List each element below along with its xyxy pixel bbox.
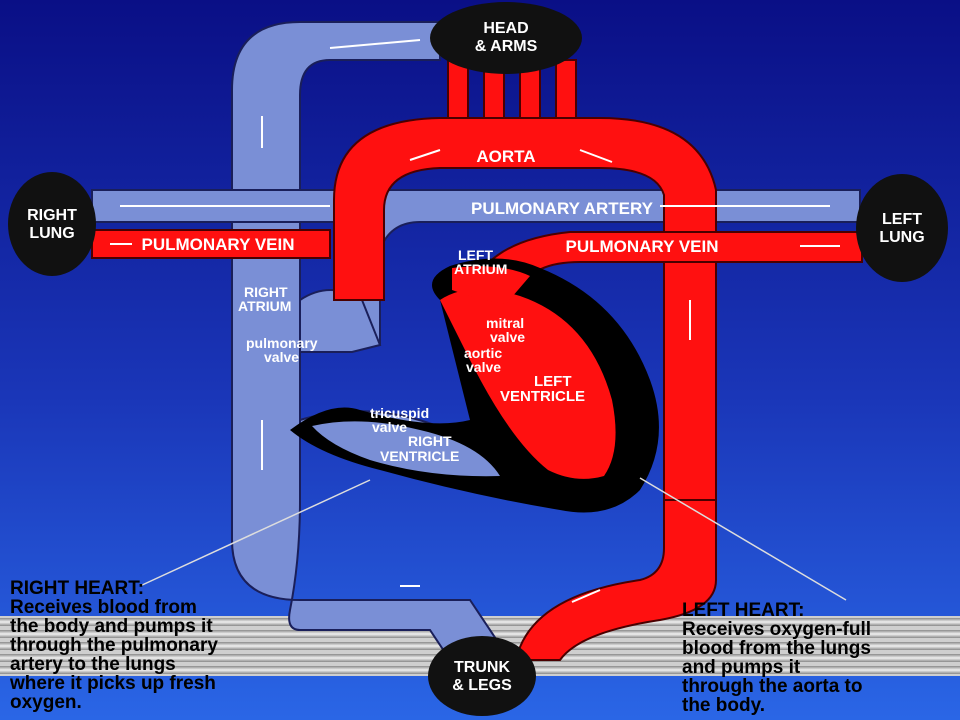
aortic-valve-label-1: aortic [464,345,502,361]
aorta-label: AORTA [476,147,535,166]
pulmonary-vein-left-label: PULMONARY VEIN [565,237,718,256]
aortic-valve-label-2: valve [466,359,501,375]
right-heart-line-2: the body and pumps it [10,616,213,637]
oval-left-lung: LEFT LUNG [856,174,948,282]
right-heart-line-3: through the pulmonary [10,635,218,656]
tricuspid-valve-label-2: valve [372,419,407,435]
left-heart-title: LEFT HEART: [682,600,804,621]
arrow-aorta-right [579,149,613,163]
left-heart-line-4: through the aorta to [682,676,862,697]
right-atrium-label-2: ATRIUM [238,298,291,314]
left-heart-caption: LEFT HEART: Receives oxygen-full blood f… [682,600,871,716]
heart-body [290,258,659,513]
head-arms-line2: & ARMS [475,38,538,55]
pulmonary-valve-label-1: pulmonary [246,335,318,351]
superior-vena-cava [231,21,512,661]
left-heart-pointer [639,477,847,601]
flow-arrows [110,39,840,603]
left-ventricle-label-1: LEFT [534,373,572,390]
left-atrium-chamber [452,266,530,304]
right-heart-line-6: oxygen. [10,692,82,713]
oval-head-arms: HEAD & ARMS [430,2,582,74]
mitral-valve-label-2: valve [490,329,525,345]
pulmonary-vein-right-label: PULMONARY VEIN [141,235,294,254]
right-heart-pointer [139,479,371,587]
right-ventricle-label-1: RIGHT [408,433,452,449]
right-ventricle-label-2: VENTRICLE [380,448,459,464]
arrow-trunk-out [571,589,601,603]
right-lung-line2: LUNG [29,225,74,242]
left-heart-line-1: Receives oxygen-full [682,619,871,640]
pulmonary-valve-label-2: valve [264,349,299,365]
mitral-valve-label-1: mitral [486,315,524,331]
right-ventricle-inner [312,421,500,477]
descending-aorta [514,499,717,661]
arrow-head-return [329,39,421,49]
arrow-aorta-left [409,149,441,161]
right-lung-line1: RIGHT [27,207,77,224]
left-ventricle-label-2: VENTRICLE [500,388,585,405]
left-heart-line-2: blood from the lungs [682,638,871,659]
right-heart-line-1: Receives blood from [10,597,197,618]
head-arms-line1: HEAD [483,20,528,37]
right-atrium-label-1: RIGHT [244,284,288,300]
right-heart-title: RIGHT HEART: [10,578,144,599]
tricuspid-valve-label-1: tricuspid [370,405,429,421]
left-ventricle-chamber [440,288,616,479]
right-heart-caption: RIGHT HEART: Receives blood from the bod… [9,578,218,713]
left-lung-line2: LUNG [879,229,924,246]
oxygenated-vessels [91,59,863,661]
left-atrium-label-1: LEFT [458,247,493,263]
right-heart-line-4: artery to the lungs [10,654,176,675]
pulmonary-artery-label: PULMONARY ARTERY [471,199,654,218]
aorta-arch [333,117,717,521]
left-lung-line1: LEFT [882,211,922,228]
right-heart-line-5: where it picks up fresh [9,673,216,694]
trunk-legs-line1: TRUNK [454,659,510,676]
pulmonary-vein-right [91,229,331,259]
left-atrium-label-2: ATRIUM [454,261,507,277]
trunk-legs-line2: & LEGS [452,677,512,694]
left-heart-line-3: and pumps it [682,657,801,678]
left-heart-line-5: the body. [682,695,765,716]
oval-right-lung: RIGHT LUNG [8,172,96,276]
oval-trunk-legs: TRUNK & LEGS [428,636,536,716]
